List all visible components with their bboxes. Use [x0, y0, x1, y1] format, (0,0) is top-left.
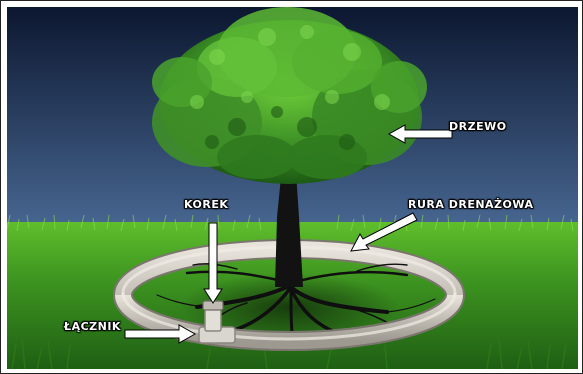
label-drzewo: DRZEWO	[449, 120, 507, 133]
label-korek: KOREK	[184, 198, 228, 211]
illustration	[7, 7, 578, 369]
label-rura-drenazowa: RURA DRENAŻOWA	[408, 198, 534, 211]
label-lacznik: ŁĄCZNIK	[64, 320, 121, 333]
scene	[7, 7, 578, 369]
